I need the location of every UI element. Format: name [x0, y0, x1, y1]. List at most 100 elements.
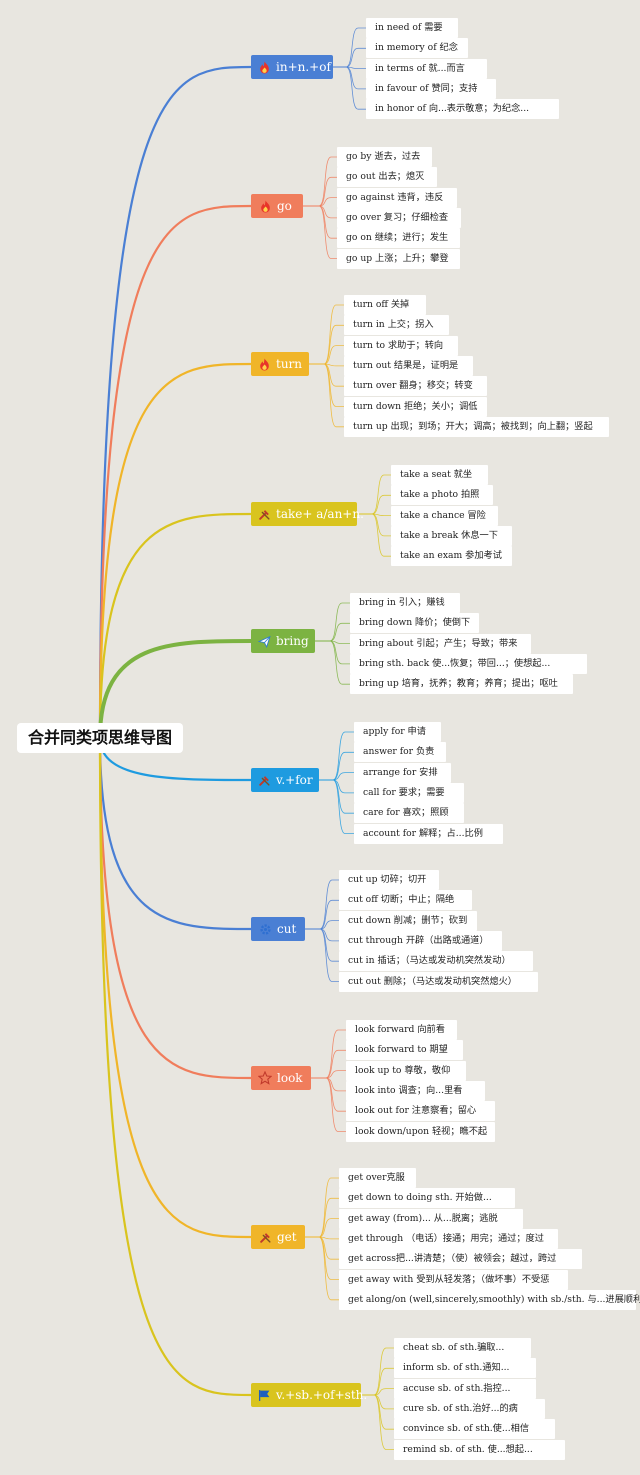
leaf-node[interactable]: go out 出去；熄灭 — [337, 167, 437, 188]
leaf-node[interactable]: in terms of 就...而言 — [366, 58, 487, 79]
leaf-connector — [315, 622, 350, 642]
branch-label: v.+sb.+of+sth. — [276, 1388, 368, 1402]
branch-label: go — [277, 199, 292, 213]
leaf-node[interactable]: look out for 注意察看；留心 — [346, 1101, 495, 1122]
leaf-node[interactable]: cure sb. of sth.治好...的病 — [394, 1398, 545, 1419]
leaf-connector — [309, 363, 344, 428]
leaf-connector — [305, 899, 339, 930]
branch-node[interactable]: cut — [251, 917, 305, 941]
tools-icon — [258, 1230, 272, 1244]
leaf-connector — [315, 640, 350, 665]
leaf-connector — [309, 363, 344, 407]
leaf-node[interactable]: convince sb. of sth.使...相信 — [394, 1419, 555, 1440]
leaf-node[interactable]: cheat sb. of sth.骗取... — [394, 1338, 531, 1358]
leaf-node[interactable]: take a photo 拍照 — [391, 485, 493, 506]
leaf-connector — [333, 27, 366, 68]
leaf-node[interactable]: cut off 切断；中止；隔绝 — [339, 890, 472, 911]
branch-node[interactable]: turn — [251, 352, 309, 376]
root-node-title[interactable]: 合并同类项思维导图 — [17, 723, 183, 753]
leaf-node[interactable]: turn over 翻身；移交；转变 — [344, 376, 487, 397]
leaf-node[interactable]: bring in 引入；赚钱 — [350, 593, 460, 613]
leaf-node[interactable]: turn to 求助于；转向 — [344, 335, 458, 356]
branch-node[interactable]: get — [251, 1225, 305, 1249]
branch-node[interactable]: look — [251, 1066, 311, 1090]
leaf-node[interactable]: cut in 插话；（马达或发动机突然发动） — [339, 951, 533, 972]
leaf-node[interactable]: bring sth. back 使...恢复；带回...；使想起... — [350, 653, 587, 674]
leaf-node[interactable]: apply for 申请 — [354, 722, 441, 742]
root-branch-connector — [98, 204, 252, 739]
leaf-node[interactable]: look forward to 期望 — [346, 1040, 463, 1061]
leaf-node[interactable]: cut through 开辟（出路或通道） — [339, 930, 502, 951]
leaf-node[interactable]: remind sb. of sth. 使...想起... — [394, 1439, 565, 1460]
leaf-node[interactable]: go on 继续；进行；发生 — [337, 228, 460, 249]
leaf-connector — [333, 66, 366, 110]
leaf-node[interactable]: in honor of 向...表示敬意；为纪念... — [366, 99, 559, 120]
branch-node[interactable]: in+n.+of — [251, 55, 333, 79]
leaf-node[interactable]: look into 调查；向...里看 — [346, 1080, 485, 1101]
leaf-connector — [311, 1077, 346, 1112]
branch-node[interactable]: take+ a/an+n. — [251, 502, 364, 526]
leaf-connector — [333, 47, 366, 68]
leaf-node[interactable]: turn out 结果是，证明是 — [344, 355, 473, 376]
leaf-node[interactable]: turn down 拒绝；关小；调低 — [344, 396, 487, 417]
fire-icon — [258, 357, 271, 371]
branch-node[interactable]: v.+sb.+of+sth. — [251, 1383, 367, 1407]
leaf-node[interactable]: get over克服 — [339, 1168, 416, 1188]
branch-node[interactable]: v.+for — [251, 768, 319, 792]
root-branch-connector — [98, 737, 252, 1239]
leaf-node[interactable]: get away (from)... 从...脱离；逃脱 — [339, 1208, 523, 1229]
leaf-node[interactable]: get across把...讲清楚；（使）被领会；越过，跨过 — [339, 1249, 582, 1270]
leaf-node[interactable]: care for 喜欢；照顾 — [354, 803, 464, 824]
leaf-node[interactable]: take an exam 参加考试 — [391, 546, 512, 567]
leaf-node[interactable]: get away with 受到从轻发落；（做坏事）不受惩 — [339, 1269, 568, 1290]
leaf-node[interactable]: get through （电话）接通；用完；通过；度过 — [339, 1228, 558, 1249]
leaf-node[interactable]: get down to doing sth. 开始做... — [339, 1188, 515, 1209]
branch-node[interactable]: go — [251, 194, 303, 218]
leaf-connector — [305, 1236, 339, 1301]
flag-icon — [258, 1388, 271, 1402]
leaf-node[interactable]: cut out 删除；（马达或发动机突然熄火） — [339, 971, 538, 992]
tools-icon — [258, 773, 271, 787]
leaf-connector — [303, 197, 337, 207]
leaf-node[interactable]: look down/upon 轻视；瞧不起 — [346, 1121, 495, 1142]
leaf-node[interactable]: turn off 关掉 — [344, 295, 426, 315]
branch-node[interactable]: bring — [251, 629, 315, 653]
leaf-node[interactable]: in favour of 赞同；支持 — [366, 78, 496, 99]
leaf-node[interactable]: arrange for 安排 — [354, 762, 451, 783]
leaf-node[interactable]: accuse sb. of sth.指控... — [394, 1378, 536, 1399]
leaf-node[interactable]: go over 复习；仔细检查 — [337, 207, 461, 228]
leaf-connector — [311, 1049, 346, 1079]
leaf-connector — [303, 205, 337, 259]
leaf-node[interactable]: get along/on (well,sincerely,smoothly) w… — [339, 1289, 640, 1310]
leaf-node[interactable]: look forward 向前看 — [346, 1020, 457, 1040]
leaf-node[interactable]: look up to 尊敬，敬仰 — [346, 1060, 466, 1081]
branch-label: look — [277, 1071, 303, 1085]
leaf-connector — [305, 879, 339, 930]
leaf-node[interactable]: cut down 削减；删节；砍到 — [339, 910, 477, 931]
leaf-node[interactable]: take a chance 冒险 — [391, 505, 498, 526]
leaf-node[interactable]: bring down 降价；使倒下 — [350, 613, 479, 634]
root-branch-connector — [98, 737, 252, 931]
leaf-node[interactable]: turn up 出现；到场；开大；调高；被找到；向上翻；竖起 — [344, 416, 609, 437]
tools-icon — [258, 507, 271, 521]
leaf-node[interactable]: inform sb. of sth.通知... — [394, 1358, 536, 1379]
leaf-node[interactable]: go against 违背，违反 — [337, 187, 457, 208]
leaf-node[interactable]: bring about 引起；产生；导致；带来 — [350, 633, 531, 654]
leaf-node[interactable]: answer for 负责 — [354, 742, 446, 763]
leaf-connector — [309, 304, 344, 365]
leaf-node[interactable]: turn in 上交；拐入 — [344, 315, 449, 336]
leaf-node[interactable]: in memory of 纪念 — [366, 38, 468, 59]
leaf-node[interactable]: call for 要求；需要 — [354, 782, 464, 803]
leaf-node[interactable]: go up 上涨；上升；攀登 — [337, 248, 460, 269]
leaf-connector — [305, 1197, 339, 1238]
leaf-connector — [303, 205, 337, 219]
root-branch-connector — [98, 737, 252, 1080]
leaf-node[interactable]: take a seat 就坐 — [391, 465, 488, 485]
leaf-node[interactable]: go by 逝去，过去 — [337, 147, 432, 167]
leaf-node[interactable]: take a break 休息一下 — [391, 525, 512, 546]
leaf-node[interactable]: cut up 切碎；切开 — [339, 870, 439, 890]
leaf-node[interactable]: account for 解释；占...比例 — [354, 823, 503, 844]
branch-label: v.+for — [276, 773, 313, 787]
leaf-node[interactable]: bring up 培育，抚养；教育；养育；提出；呕吐 — [350, 674, 573, 695]
leaf-node[interactable]: in need of 需要 — [366, 18, 458, 38]
